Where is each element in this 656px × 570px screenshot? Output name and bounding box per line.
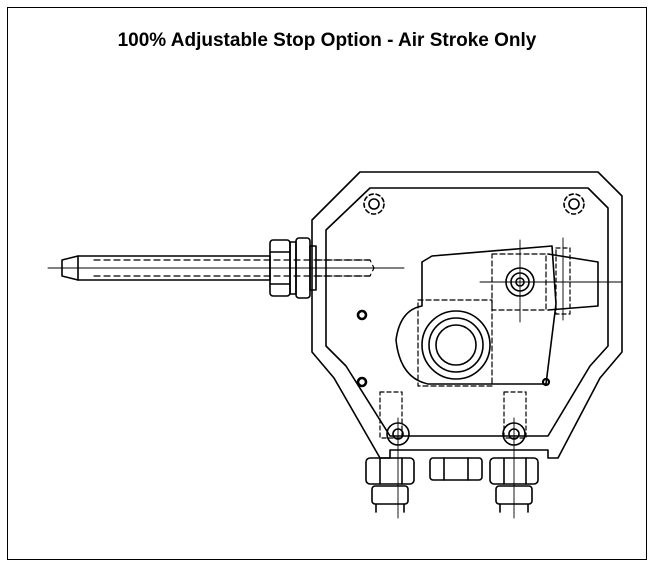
boss-left-upper [356,309,368,321]
stop-bolt-left [365,391,415,513]
yoke-clevis [491,247,599,315]
mounting-hole-top-right [563,193,585,215]
lever-block-dashed [417,299,493,387]
pinion-shaft [421,310,491,380]
figure-title: 100% Adjustable Stop Option - Air Stroke… [117,30,537,51]
mounting-hole-top-left [363,193,385,215]
crank-arm [395,245,557,385]
boss-left-lower [356,376,368,388]
housing-inner-outline [325,187,609,437]
adjustable-stop-rod [47,237,405,299]
stop-bolt-right [489,391,539,513]
center-lines [397,237,623,519]
figure-frame: 100% Adjustable Stop Option - Air Stroke… [7,7,647,560]
port-plug [429,457,483,481]
housing-outline [311,171,623,459]
